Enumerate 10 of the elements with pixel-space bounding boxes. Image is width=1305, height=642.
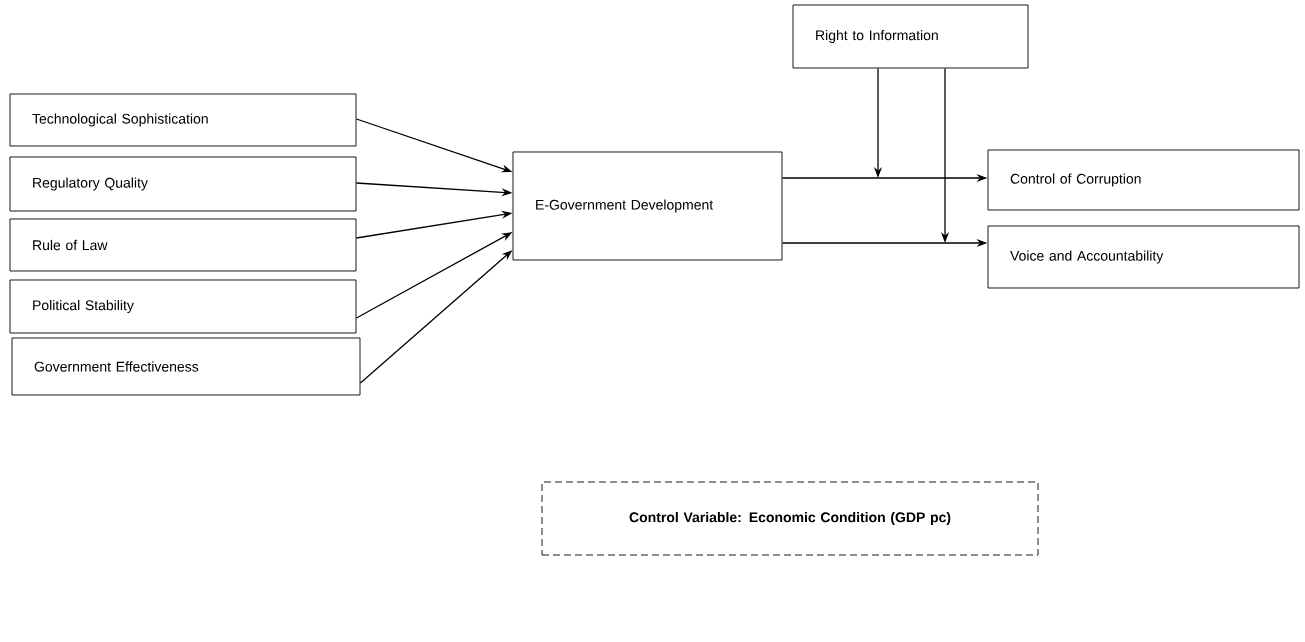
process-box: Rule of Law	[9, 218, 357, 272]
dashed-box: Control Variable: Economic Condition (GDP pc)	[541, 481, 1039, 556]
process-box: Technological Sophistication	[9, 93, 357, 147]
process-box: Government Effectiveness	[11, 337, 361, 396]
process-box: Political Stability	[9, 279, 357, 334]
process-box: Right to Information	[792, 4, 1029, 69]
process-box: Voice and Accountability	[987, 225, 1300, 289]
process-box: Regulatory Quality	[9, 156, 357, 212]
process-box: Control of Corruption	[987, 149, 1300, 211]
process-box: E-Government Development	[512, 151, 783, 261]
